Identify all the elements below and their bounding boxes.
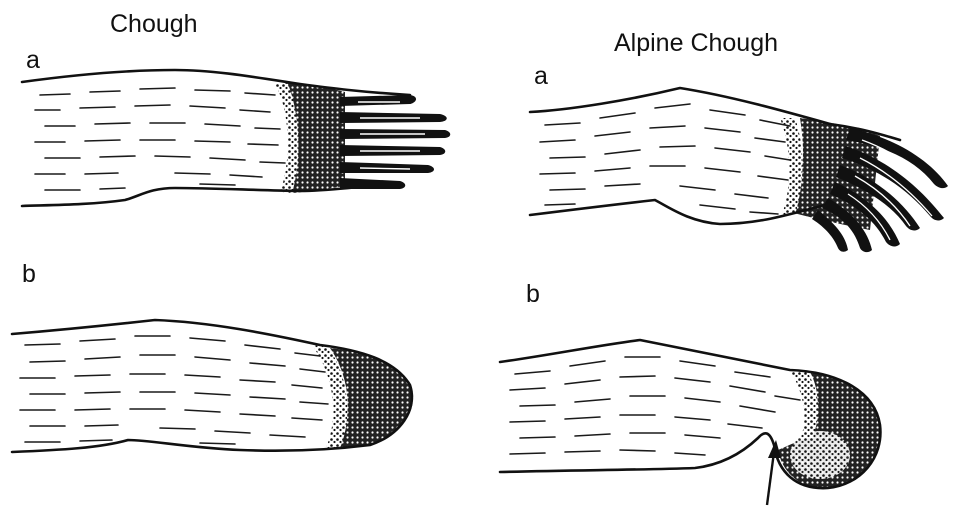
alpine-chough-title: Alpine Chough (614, 31, 778, 56)
alpine-chough-label-a: a (534, 64, 548, 89)
alpine-chough-a-feather (530, 88, 948, 252)
alpine-chough-b-feather (500, 340, 880, 505)
chough-a-feather (22, 70, 450, 206)
chough-label-b: b (22, 262, 36, 287)
chough-a-teeth (340, 95, 450, 189)
chough-title: Chough (110, 12, 198, 37)
alpine-chough-label-b: b (526, 282, 540, 307)
chough-label-a: a (26, 48, 40, 73)
chough-b-feather (12, 320, 413, 452)
